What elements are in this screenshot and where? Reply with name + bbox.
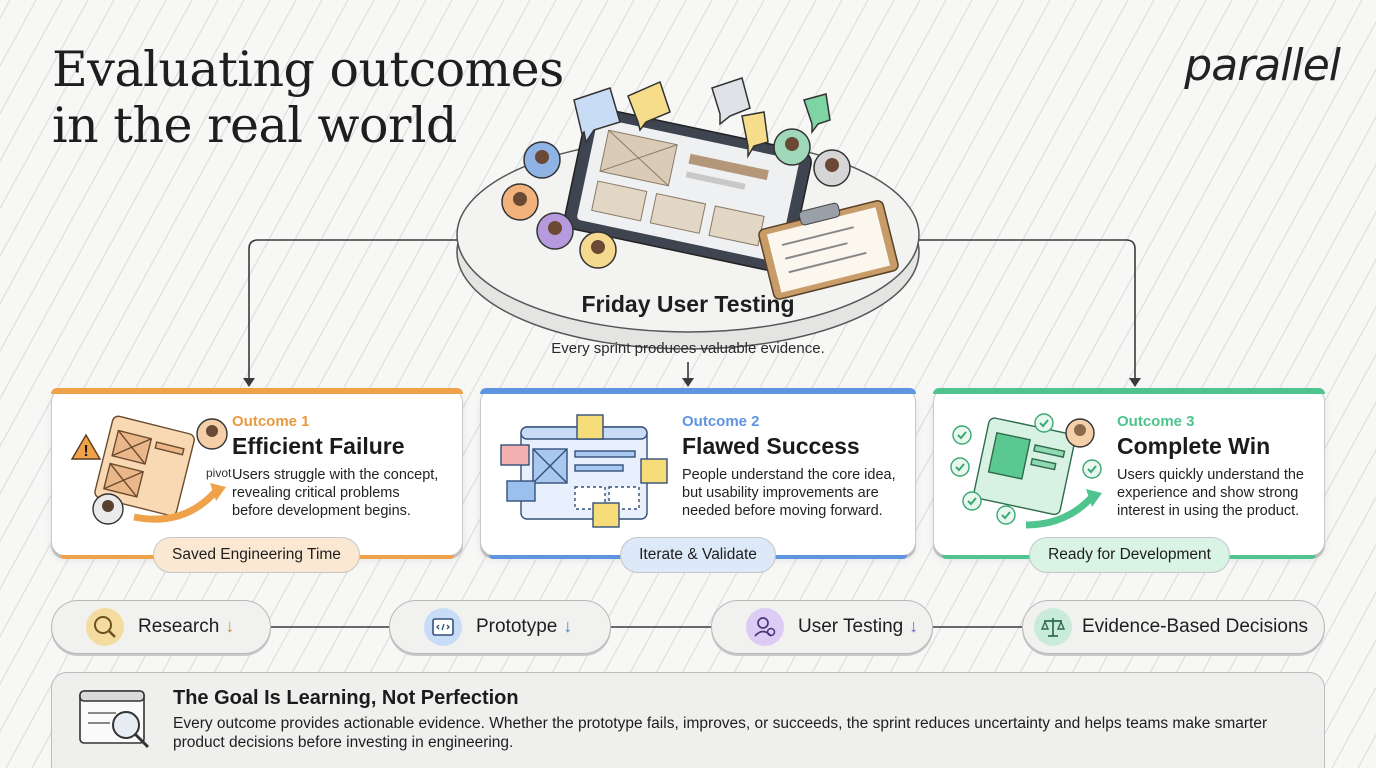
process-step-user-testing: User Testing↓ <box>711 600 933 654</box>
desc-line: People understand the core idea, <box>682 467 896 483</box>
outcome-card-3: Outcome 3 Complete Win Users quickly und… <box>933 388 1325 559</box>
center-subtitle: Every sprint produces valuable evidence. <box>551 340 825 357</box>
outcome-1-pill: Saved Engineering Time <box>153 537 360 573</box>
code-window-icon <box>424 608 462 646</box>
connector-left <box>248 239 460 382</box>
arrowhead-right <box>1129 378 1141 387</box>
outcome-label: Outcome 1 <box>232 413 310 430</box>
process-step-research: Research↓ <box>51 600 271 654</box>
outcome-description: Users quickly understand the experience … <box>1117 466 1304 520</box>
arrowhead-center <box>682 378 694 387</box>
outcome-heading: Flawed Success <box>682 433 860 459</box>
outcome-heading: Efficient Failure <box>232 433 405 459</box>
process-step-label: User Testing↓ <box>798 616 919 637</box>
desc-line: Users struggle with the concept, <box>232 467 439 483</box>
down-arrow-icon: ↓ <box>563 616 573 636</box>
desc-line: interest in using the product. <box>1117 503 1300 519</box>
outcome-3-pill: Ready for Development <box>1029 537 1230 573</box>
down-arrow-icon: ↓ <box>909 616 919 636</box>
outcome-description: People understand the core idea, but usa… <box>682 466 896 520</box>
success-illustration <box>950 413 1102 529</box>
process-step-decisions: Evidence-Based Decisions <box>1022 600 1325 654</box>
page-title: Evaluating outcomes in the real world <box>52 42 572 154</box>
process-step-label: Evidence-Based Decisions <box>1082 616 1309 637</box>
desc-line: revealing critical problems <box>232 485 400 501</box>
connector-right <box>916 239 1136 382</box>
goal-summary: The Goal Is Learning, Not Perfection Eve… <box>51 672 1325 768</box>
pivot-note: pivot <box>206 466 232 480</box>
arrowhead-left <box>243 378 255 387</box>
card-accent-bar <box>480 388 916 394</box>
desc-line: experience and show strong <box>1117 485 1299 501</box>
title-line-1: Evaluating outcomes <box>52 41 564 98</box>
magnifier-icon <box>86 608 124 646</box>
goal-title: The Goal Is Learning, Not Perfection <box>173 687 519 709</box>
process-step-label: Research↓ <box>138 616 235 637</box>
desc-line: before development begins. <box>232 503 411 519</box>
outcome-label: Outcome 2 <box>682 413 760 430</box>
outcome-2-pill: Iterate & Validate <box>620 537 776 573</box>
outcome-card-1: ! pivot Outcome 1 Efficient Failure User… <box>51 388 463 559</box>
failure-illustration: ! pivot <box>70 415 232 525</box>
desc-line: but usability improvements are <box>682 485 879 501</box>
scales-icon <box>1034 608 1072 646</box>
outcome-label: Outcome 3 <box>1117 413 1195 430</box>
magnified-document-icon <box>79 690 150 749</box>
user-search-icon <box>746 608 784 646</box>
brand-logo: parallel <box>1184 40 1341 91</box>
process-step-prototype: Prototype↓ <box>389 600 611 654</box>
goal-text: Every outcome provides actionable eviden… <box>173 715 1268 751</box>
title-line-2: in the real world <box>52 97 457 154</box>
outcome-heading: Complete Win <box>1117 433 1271 459</box>
warning-icon <box>70 433 102 460</box>
outcome-description: Users struggle with the concept, reveali… <box>232 466 438 520</box>
process-step-label: Prototype↓ <box>476 616 573 637</box>
testing-platform-illustration <box>456 77 920 350</box>
center-label: Friday User Testing <box>581 291 795 317</box>
iteration-illustration <box>500 414 668 528</box>
svg-text:!: ! <box>83 443 88 460</box>
down-arrow-icon: ↓ <box>225 616 235 636</box>
card-accent-bar <box>933 388 1325 394</box>
card-accent-bar <box>51 388 463 394</box>
desc-line: Users quickly understand the <box>1117 467 1304 483</box>
outcome-card-2: Outcome 2 Flawed Success People understa… <box>480 388 916 559</box>
desc-line: needed before moving forward. <box>682 503 883 519</box>
